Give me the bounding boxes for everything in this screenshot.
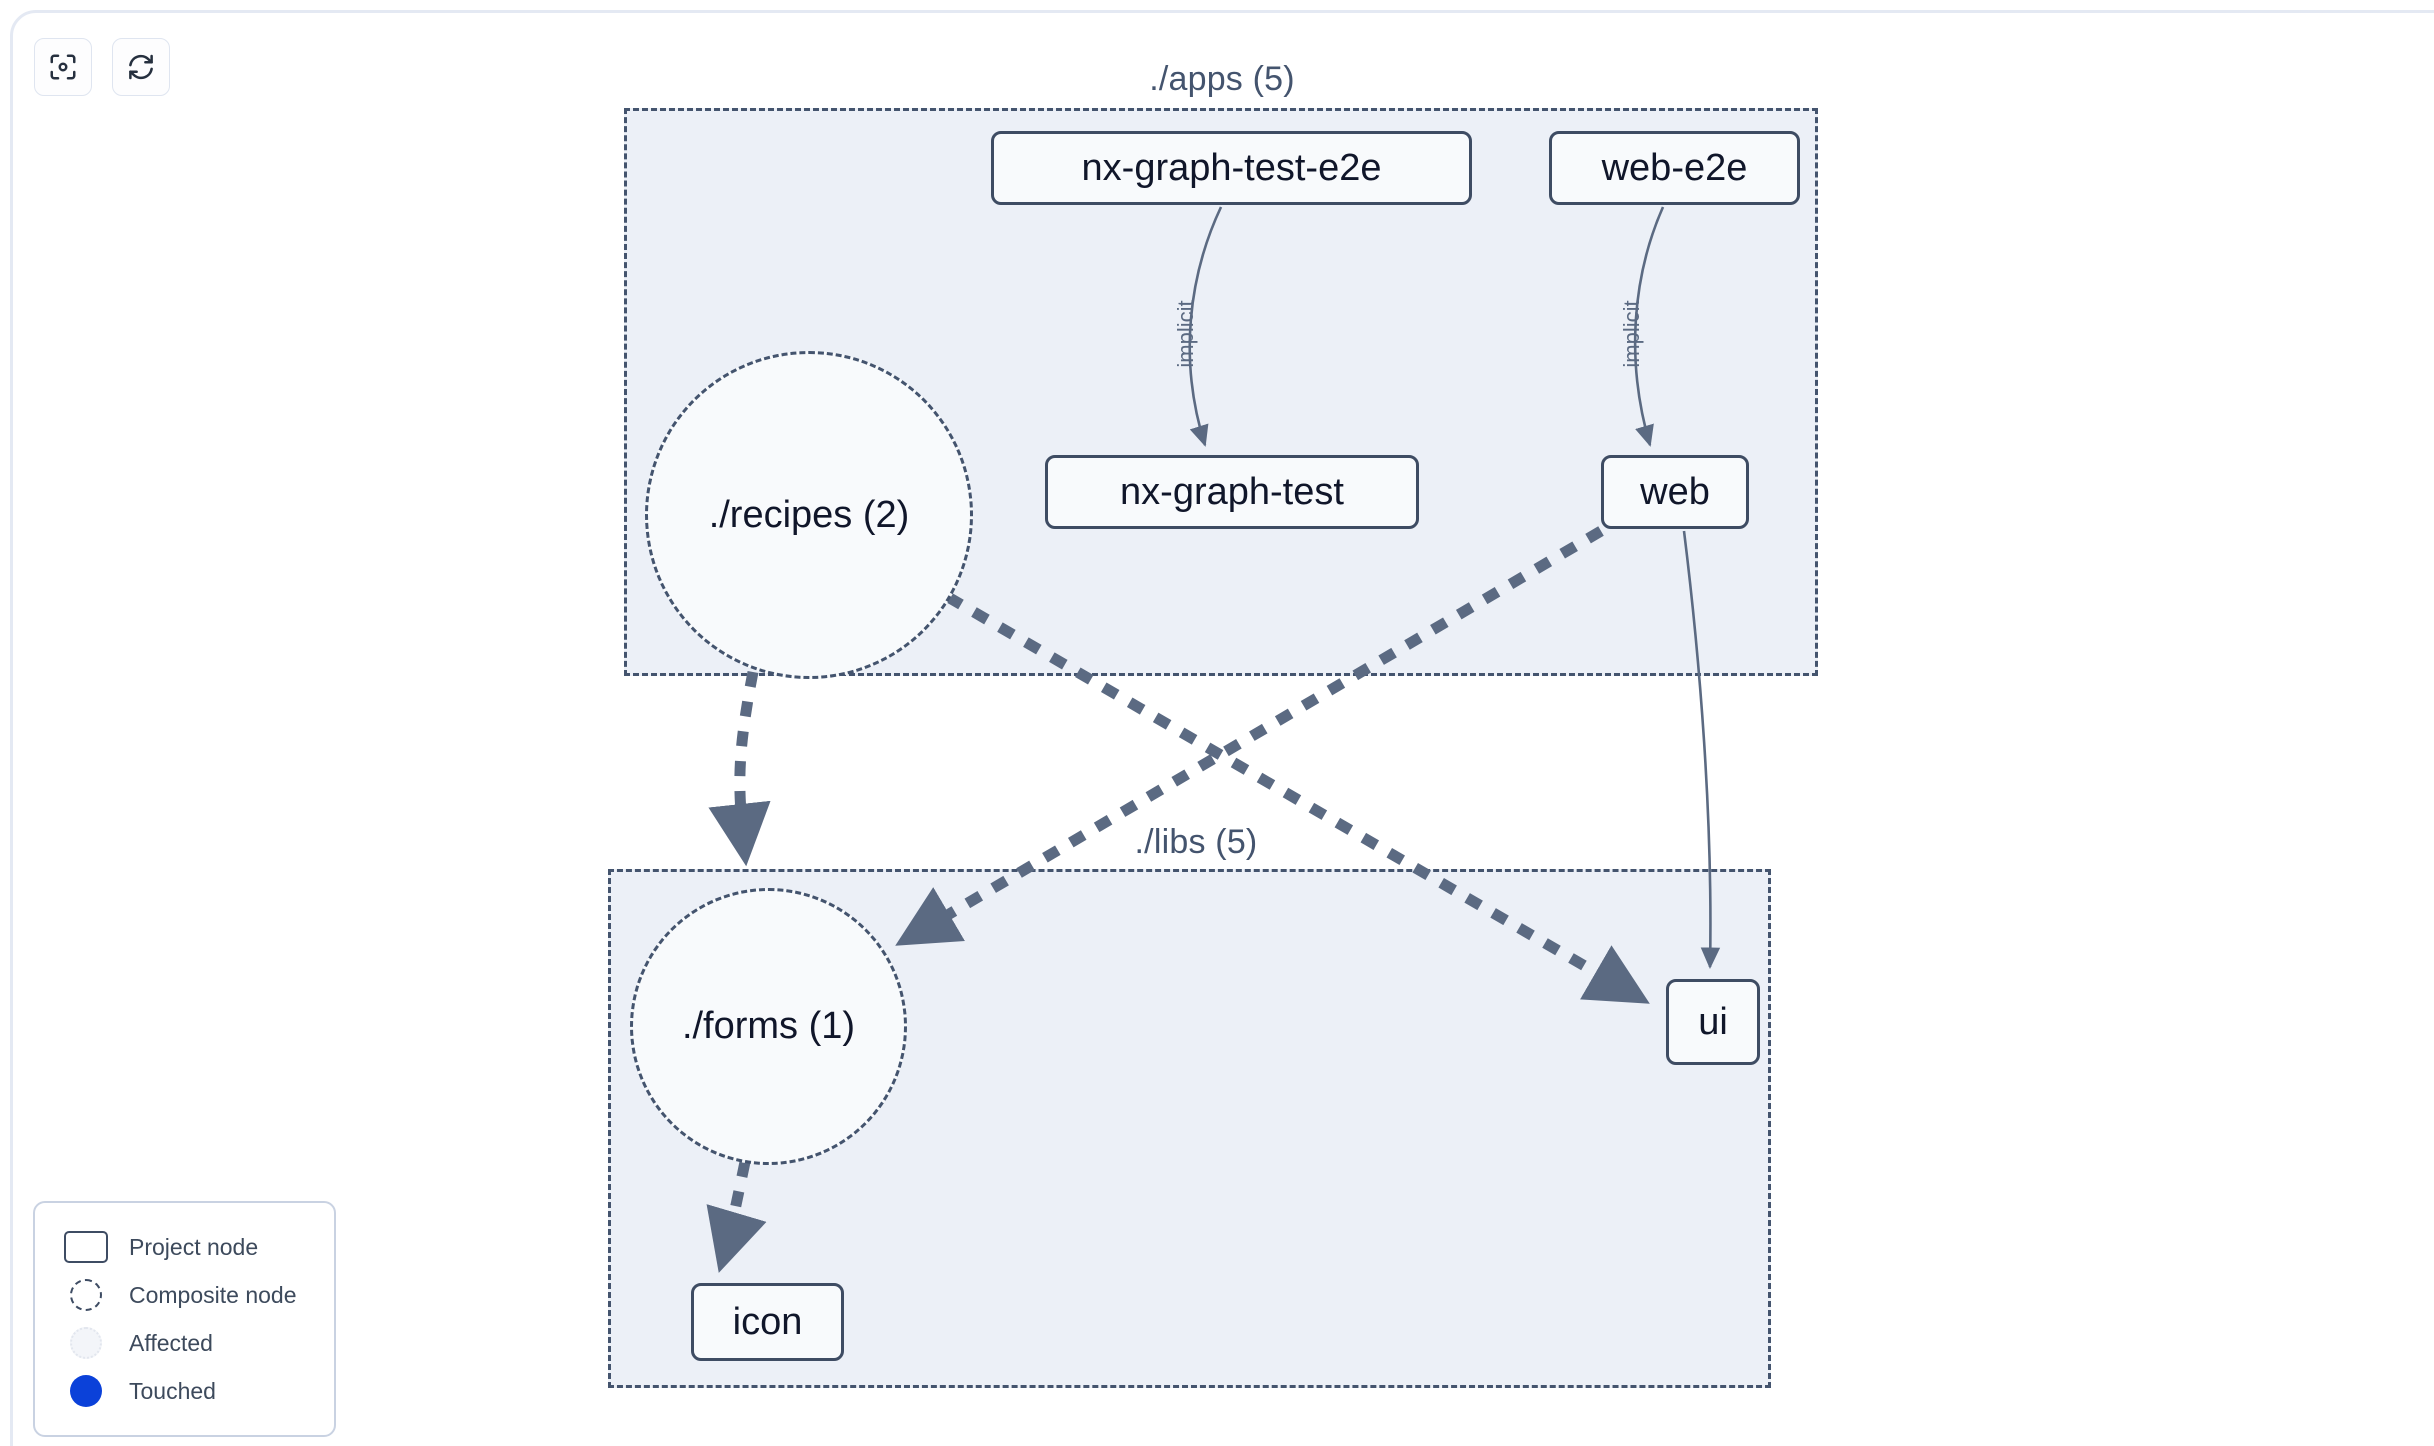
focus-graph-button[interactable] [34, 38, 92, 96]
graph-toolbar [34, 38, 170, 96]
legend-item-affected: Affected [63, 1319, 310, 1367]
refresh-sync-icon [126, 52, 156, 82]
edge-web-to-ui[interactable] [1682, 530, 1721, 969]
composite-node-forms[interactable]: ./forms (1) [630, 888, 907, 1165]
group-label-apps: ./apps (5) [1149, 60, 1295, 98]
legend-label-composite-node: Composite node [129, 1281, 297, 1308]
legend-label-affected: Affected [129, 1329, 213, 1356]
project-node-swatch [63, 1230, 109, 1264]
edge-nx-graph-test-e2e-to-nx-graph-test[interactable] [1188, 206, 1223, 447]
refresh-graph-button[interactable] [112, 38, 170, 96]
composite-node-recipes[interactable]: ./recipes (2) [645, 351, 973, 679]
project-node-icon[interactable]: icon [691, 1283, 844, 1361]
touched-swatch [63, 1374, 109, 1408]
group-label-libs: ./libs (5) [1134, 823, 1258, 861]
affected-swatch [63, 1326, 109, 1360]
focus-target-icon [48, 52, 78, 82]
legend-item-composite-node: Composite node [63, 1271, 310, 1319]
legend-label-project-node: Project node [129, 1233, 259, 1260]
project-node-nx-graph-test-e2e[interactable]: nx-graph-test-e2e [991, 131, 1472, 205]
edge-forms-to-icon[interactable] [706, 1160, 767, 1273]
legend-item-touched: Touched [63, 1367, 310, 1415]
project-node-nx-graph-test[interactable]: nx-graph-test [1045, 455, 1419, 529]
edge-web-to-forms[interactable] [895, 526, 1604, 946]
edge-recipes-to-ui[interactable] [945, 592, 1650, 1004]
legend-label-touched: Touched [129, 1377, 216, 1404]
graph-legend: Project node Composite node Affected Tou… [33, 1201, 336, 1437]
edge-label-implicit-nx-graph-test: implicit [1173, 300, 1198, 368]
edge-web-e2e-to-web[interactable] [1633, 206, 1665, 447]
edge-label-implicit-web: implicit [1619, 300, 1644, 368]
composite-node-swatch [63, 1278, 109, 1312]
project-node-web[interactable]: web [1601, 455, 1749, 529]
project-node-web-e2e[interactable]: web-e2e [1549, 131, 1800, 205]
edge-recipes-to-forms[interactable] [708, 670, 771, 867]
project-node-ui[interactable]: ui [1666, 979, 1760, 1065]
legend-item-project-node: Project node [63, 1223, 310, 1271]
